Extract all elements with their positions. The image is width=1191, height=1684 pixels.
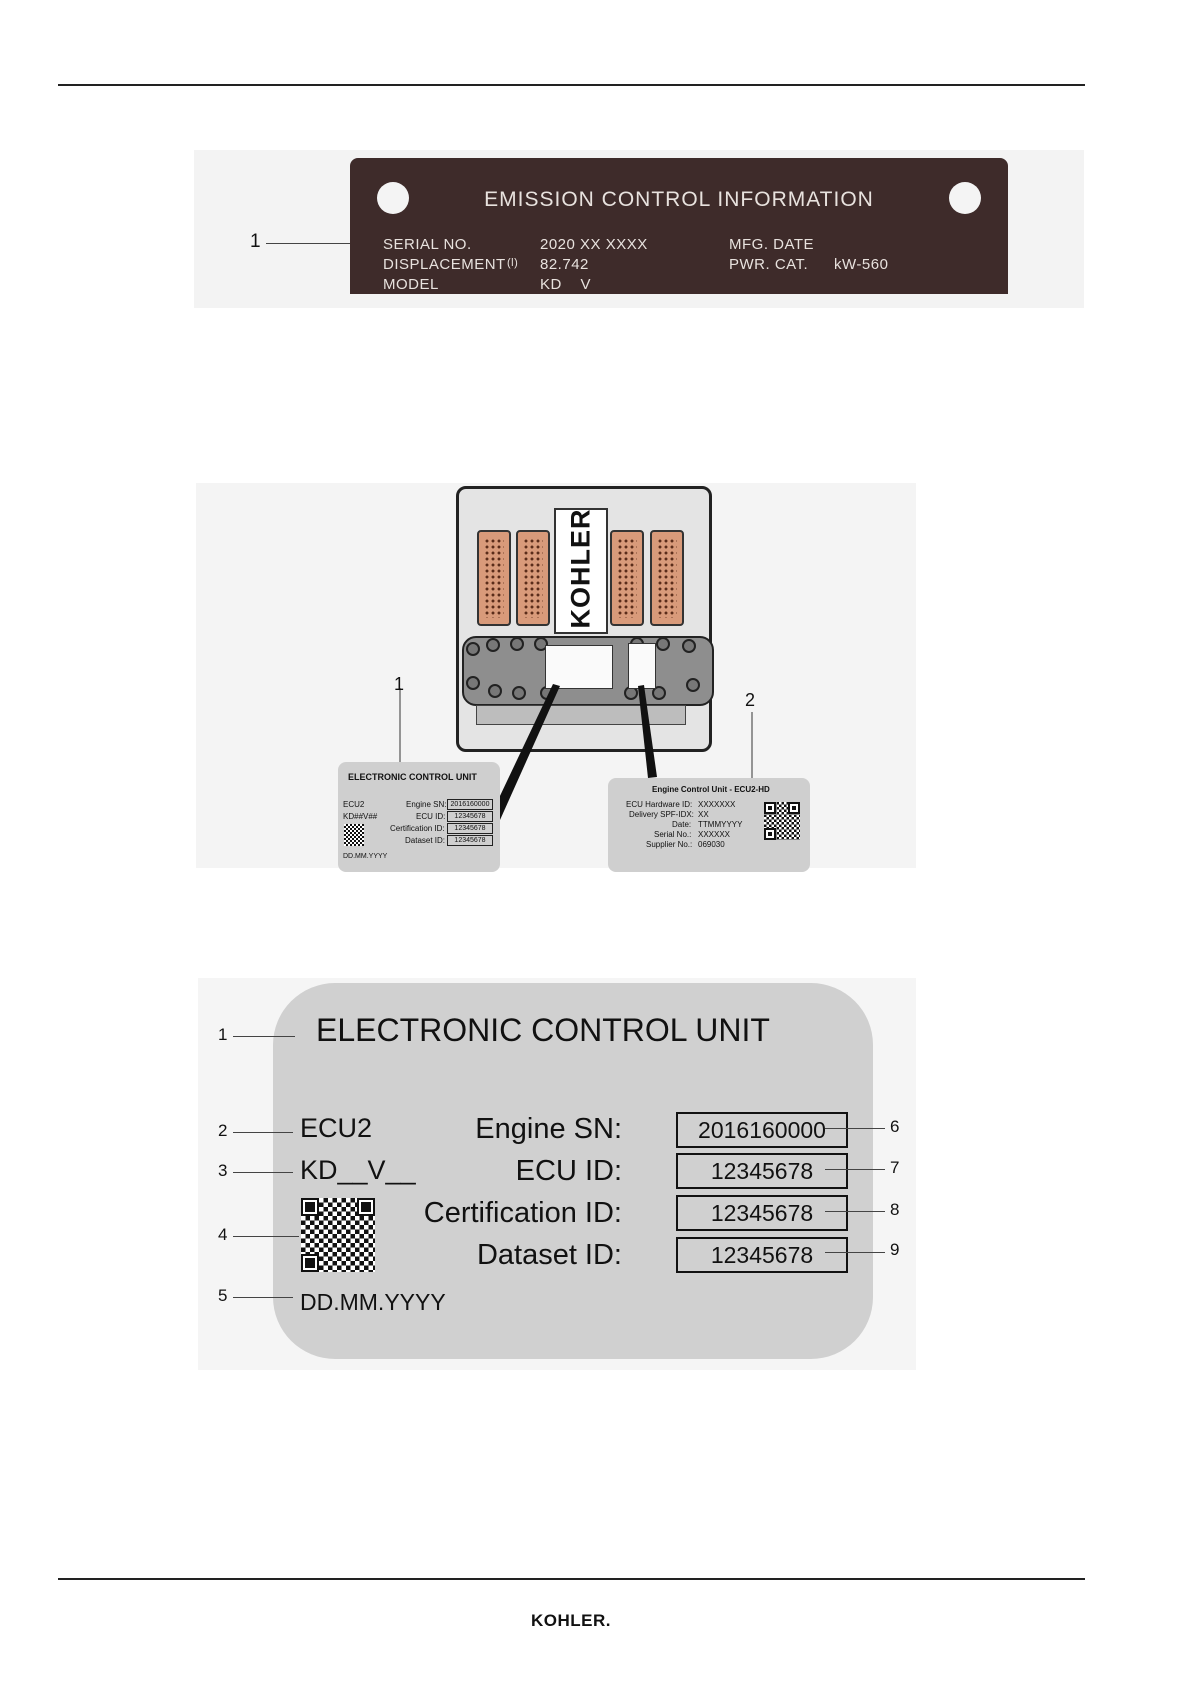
detail-leader-6 — [825, 1128, 885, 1129]
left-label-date: DD.MM.YYYY — [343, 853, 388, 860]
detail-title: ELECTRONIC CONTROL UNIT — [316, 1012, 770, 1048]
bolt — [512, 686, 526, 700]
pwr-cat-label: PWR. CAT. — [729, 256, 809, 273]
model-value: KD V — [540, 276, 592, 293]
detail-callout-3: 3 — [218, 1161, 228, 1180]
detail-callout-2: 2 — [218, 1121, 228, 1140]
detail-cert-id-label: Certification ID: — [423, 1197, 622, 1229]
right-label-date-label: Date: — [672, 820, 692, 829]
emission-control-plate: EMISSION CONTROL INFORMATION SERIAL NO. … — [350, 158, 1008, 294]
ecu-label-right: Engine Control Unit - ECU2-HD ECU Hardwa… — [608, 778, 810, 872]
kohler-strip: KOHLER — [554, 508, 608, 634]
ecu-callout-1: 1 — [394, 674, 405, 694]
detail-qr-code-icon — [301, 1198, 375, 1272]
right-label-qr-code-icon — [764, 802, 800, 840]
right-label-spf-label: Delivery SPF-IDX: — [629, 810, 694, 819]
mounting-hole-left — [377, 182, 409, 214]
model-label: MODEL — [383, 276, 439, 293]
detail-date: DD.MM.YYYY — [300, 1289, 446, 1315]
plate-title: EMISSION CONTROL INFORMATION — [484, 188, 874, 211]
detail-ecu-id-value: 12345678 — [676, 1153, 848, 1189]
left-label-cert-id-value: 12345678 — [447, 823, 493, 834]
kohler-footer-logo: KOHLER. — [531, 1611, 611, 1630]
detail-callout-8: 8 — [890, 1200, 900, 1219]
left-label-engine-sn-value: 2016160000 — [447, 799, 493, 810]
serial-label: SERIAL NO. — [383, 236, 472, 253]
detail-leader-9 — [825, 1252, 885, 1253]
bolt — [682, 639, 696, 653]
detail-leader-4 — [233, 1236, 299, 1237]
left-label-ecu: ECU2 — [343, 800, 365, 809]
mini-label-right — [628, 643, 656, 689]
displacement-label: DISPLACEMENT — [383, 256, 506, 273]
bolt — [466, 642, 480, 656]
bolt — [486, 638, 500, 652]
bolt — [686, 678, 700, 692]
detail-leader-8 — [825, 1211, 885, 1212]
left-label-cert-id-label: Certification ID: — [390, 824, 445, 833]
left-label-dataset-id-label: Dataset ID: — [405, 836, 446, 845]
left-label-dataset-id-value: 12345678 — [447, 835, 493, 846]
ecu-callout-2: 2 — [745, 690, 756, 710]
mini-label-left — [545, 645, 613, 689]
connector-2 — [516, 530, 550, 626]
right-label-date-value: TTMMYYYY — [698, 820, 743, 829]
bolt — [656, 637, 670, 651]
connector-3 — [610, 530, 644, 626]
footer-rule — [58, 1578, 1085, 1580]
serial-value: 2020 XX XXXX — [540, 236, 648, 253]
detail-callout-5: 5 — [218, 1286, 228, 1305]
ecu-bottom-bar — [476, 705, 686, 725]
detail-ecu-id-label: ECU ID: — [515, 1155, 622, 1187]
right-label-serial-value: XXXXXX — [698, 830, 731, 839]
mounting-hole-right — [949, 182, 981, 214]
detail-model: KD__V__ — [300, 1155, 416, 1185]
displacement-unit: (l) — [507, 257, 519, 269]
left-label-model: KD##V## — [343, 812, 378, 821]
detail-leader-1 — [233, 1036, 295, 1037]
detail-engine-sn-label: Engine SN: — [475, 1113, 622, 1145]
right-label-hw-id-label: ECU Hardware ID: — [626, 800, 693, 809]
right-label-hw-id-value: XXXXXXX — [698, 800, 736, 809]
detail-callout-6: 6 — [890, 1117, 900, 1136]
left-label-engine-sn-label: Engine SN: — [406, 800, 447, 809]
ecu-label-left: ELECTRONIC CONTROL UNIT ECU2 KD##V## Eng… — [338, 762, 500, 872]
connector-4 — [650, 530, 684, 626]
right-label-title: Engine Control Unit - ECU2-HD — [652, 785, 770, 794]
kohler-logo-vertical: KOHLER — [565, 508, 596, 629]
mfg-date-label: MFG. DATE — [729, 236, 815, 253]
left-label-ecu-id-label: ECU ID: — [416, 812, 446, 821]
bolt — [510, 637, 524, 651]
detail-cert-id-value: 12345678 — [676, 1195, 848, 1231]
right-label-spf-value: XX — [698, 810, 709, 819]
detail-leader-5 — [233, 1297, 293, 1298]
pwr-cat-value: kW-560 — [834, 256, 889, 273]
detail-callout-4: 4 — [218, 1225, 228, 1244]
ecu-label-detail: ELECTRONIC CONTROL UNIT ECU2 KD__V__ DD.… — [273, 983, 873, 1359]
right-label-supplier-label: Supplier No.: — [646, 840, 693, 849]
detail-dataset-id-label: Dataset ID: — [476, 1239, 622, 1271]
left-label-title: ELECTRONIC CONTROL UNIT — [348, 772, 477, 782]
bolt — [488, 684, 502, 698]
right-label-supplier-value: 069030 — [698, 840, 725, 849]
connector-1 — [477, 530, 511, 626]
detail-callout-1: 1 — [218, 1025, 228, 1044]
detail-callout-9: 9 — [890, 1240, 900, 1259]
header-rule — [58, 84, 1085, 86]
callout-1: 1 — [250, 231, 261, 252]
detail-leader-3 — [233, 1172, 293, 1173]
detail-ecu: ECU2 — [300, 1113, 373, 1143]
detail-callout-7: 7 — [890, 1158, 900, 1177]
detail-leader-7 — [825, 1169, 885, 1170]
detail-engine-sn-value: 2016160000 — [676, 1112, 848, 1148]
left-label-qr-code-icon — [344, 824, 364, 846]
left-label-ecu-id-value: 12345678 — [447, 811, 493, 822]
right-label-serial-label: Serial No.: — [654, 830, 692, 839]
bolt — [534, 637, 548, 651]
bolt — [466, 676, 480, 690]
displacement-value: 82.742 — [540, 256, 589, 273]
detail-dataset-id-value: 12345678 — [676, 1237, 848, 1273]
detail-leader-2 — [233, 1132, 293, 1133]
callout-1-leader — [266, 243, 386, 244]
